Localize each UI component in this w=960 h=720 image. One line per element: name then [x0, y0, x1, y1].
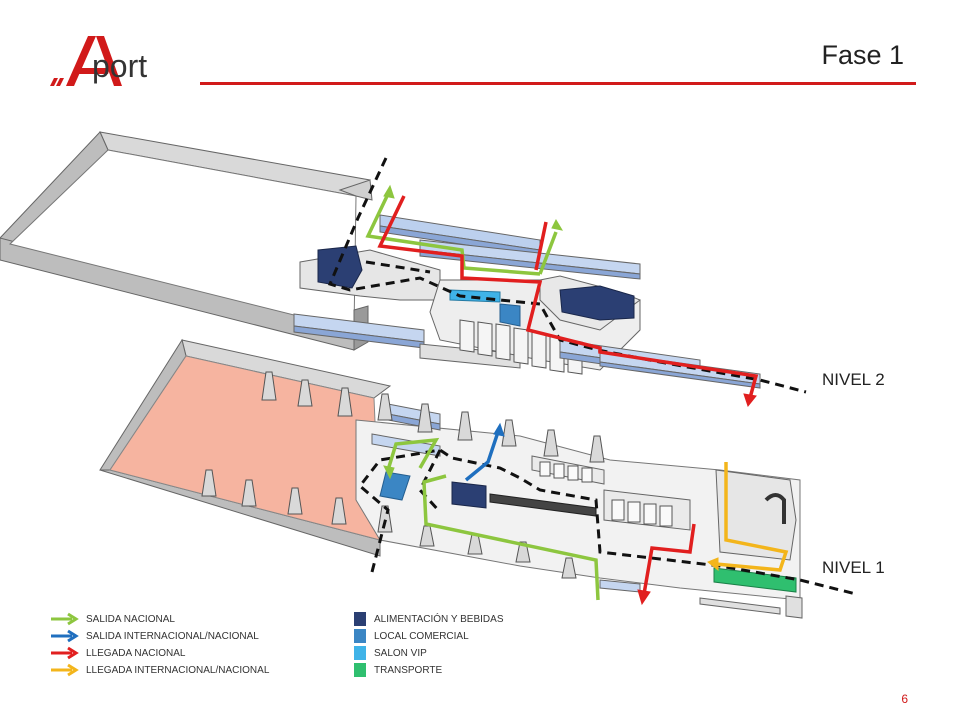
arrow-right-icon: [51, 646, 79, 660]
legend-route-label: LLEGADA INTERNACIONAL/NACIONAL: [86, 665, 270, 676]
title-divider: [200, 82, 916, 85]
route-legend: SALIDA NACIONAL SALIDA INTERNACIONAL/NAC…: [50, 612, 350, 682]
legend-area-label: SALON VIP: [374, 648, 427, 659]
legend-area-label: ALIMENTACIÓN Y BEBIDAS: [374, 614, 504, 625]
legend-area-label: LOCAL COMERCIAL: [374, 631, 469, 642]
page-title: Fase 1: [821, 40, 904, 70]
level-1-label: NIVEL 1: [822, 558, 885, 577]
arrow-right-icon: [51, 629, 79, 643]
legend-area-label: TRANSPORTE: [374, 665, 443, 676]
legend-swatch: [354, 663, 366, 677]
legend-swatch: [354, 646, 366, 660]
legend-route-label: SALIDA INTERNACIONAL/NACIONAL: [86, 631, 259, 642]
level-2-structure: [0, 131, 807, 394]
level-2-routes: [365, 184, 759, 408]
arrow-right-icon: [51, 663, 79, 677]
level-2-label: NIVEL 2: [822, 370, 885, 389]
page-number: 6: [901, 692, 908, 706]
area-legend: ALIMENTACIÓN Y BEBIDAS LOCAL COMERCIAL S…: [354, 612, 574, 682]
legend-route-label: SALIDA NACIONAL: [86, 614, 175, 625]
legend-route-label: LLEGADA NACIONAL: [86, 648, 186, 659]
level-1-routes: [383, 422, 789, 606]
legend-swatch: [354, 612, 366, 626]
logo-text: port: [92, 48, 148, 84]
arrow-right-icon: [51, 612, 79, 626]
aport-logo-icon: [50, 36, 122, 86]
level-1-structure: [99, 338, 857, 619]
legend-swatch: [354, 629, 366, 643]
